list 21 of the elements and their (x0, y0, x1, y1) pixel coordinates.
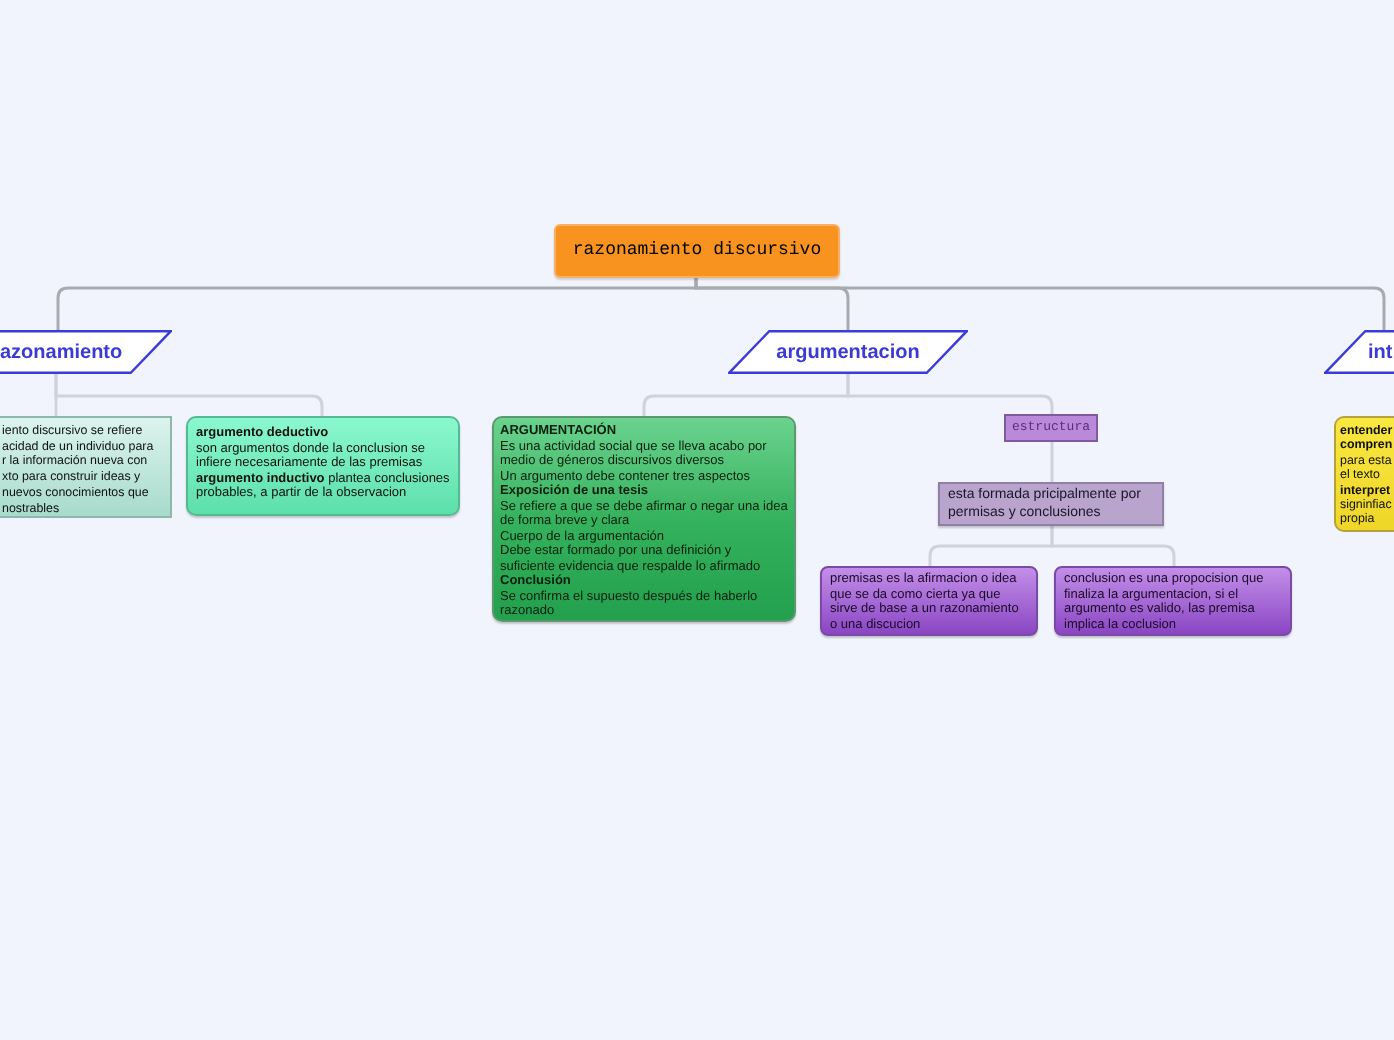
connector-line (694, 278, 1386, 330)
topic-parallelogram (728, 330, 968, 374)
note-card (0, 416, 172, 518)
note-card (820, 566, 1038, 636)
connector-line (1050, 442, 1054, 482)
root-topic-box (554, 224, 840, 278)
connector-line (1050, 526, 1176, 566)
topic-label: int (1368, 339, 1393, 367)
tag-box (1004, 414, 1098, 442)
note-card (1334, 416, 1394, 532)
note-card (938, 482, 1164, 526)
topic-label: razonamiento discursivo (572, 237, 822, 264)
note-card (186, 416, 460, 516)
topic-parallelogram (0, 330, 172, 374)
topic-label: argumentacion (776, 339, 920, 367)
topic-parallelogram (1324, 330, 1394, 374)
connector-line (846, 374, 1054, 414)
topic-label: azonamiento (0, 339, 123, 367)
note-card (492, 416, 796, 622)
note-card (1054, 566, 1292, 636)
connector-line (54, 374, 324, 416)
